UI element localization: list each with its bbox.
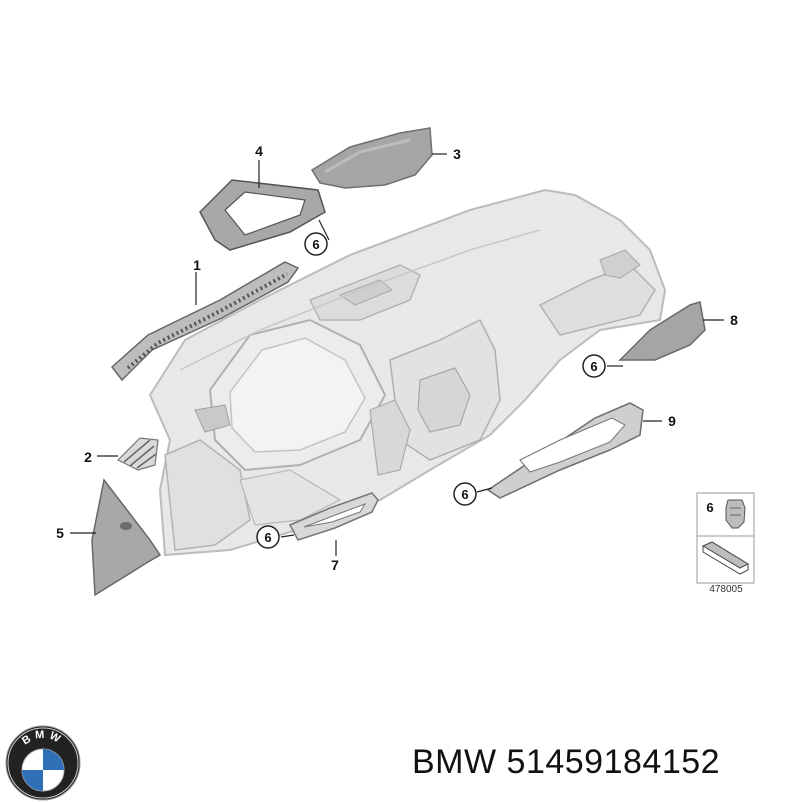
clip-callout: 6 <box>706 500 713 515</box>
part-4-display-frame <box>199 179 326 251</box>
callout-2: 2 <box>84 449 92 465</box>
leader-lines <box>70 153 724 556</box>
callout-4: 4 <box>255 143 263 159</box>
part-7-lower-trim <box>288 492 379 541</box>
part-2-side-vent <box>116 437 159 471</box>
callout-8: 8 <box>730 312 738 328</box>
callout-6-label: 6 <box>461 487 468 502</box>
footer-brand: BMW <box>412 743 497 781</box>
part-1-defroster-vent <box>110 261 300 382</box>
part-8-right-end-panel <box>618 301 706 361</box>
reference-number: 478005 <box>709 584 743 595</box>
callout-7: 7 <box>331 557 339 573</box>
callout-3: 3 <box>453 146 461 162</box>
dashboard-panel <box>148 188 667 557</box>
footer-part-label: BMW 51459184152 <box>412 743 720 782</box>
footer-part-number: 51459184152 <box>506 743 721 781</box>
clip-reference-box: 6 478005 <box>696 492 755 595</box>
callout-5: 5 <box>56 525 64 541</box>
part-5-side-panel <box>91 478 162 597</box>
callout-1: 1 <box>193 257 201 273</box>
callout-6-label: 6 <box>264 530 271 545</box>
callout-6-label: 6 <box>312 237 319 252</box>
brand-logo: BMW <box>5 725 81 801</box>
part-3-top-cover <box>310 127 433 189</box>
clip-icon <box>725 499 746 529</box>
part-9-trim-strip <box>486 402 644 499</box>
callout-6-label: 6 <box>590 359 597 374</box>
callout-6-circled: 6 6 6 6 <box>256 232 606 549</box>
callout-9: 9 <box>668 413 676 429</box>
fastener-path-icon <box>701 541 750 575</box>
